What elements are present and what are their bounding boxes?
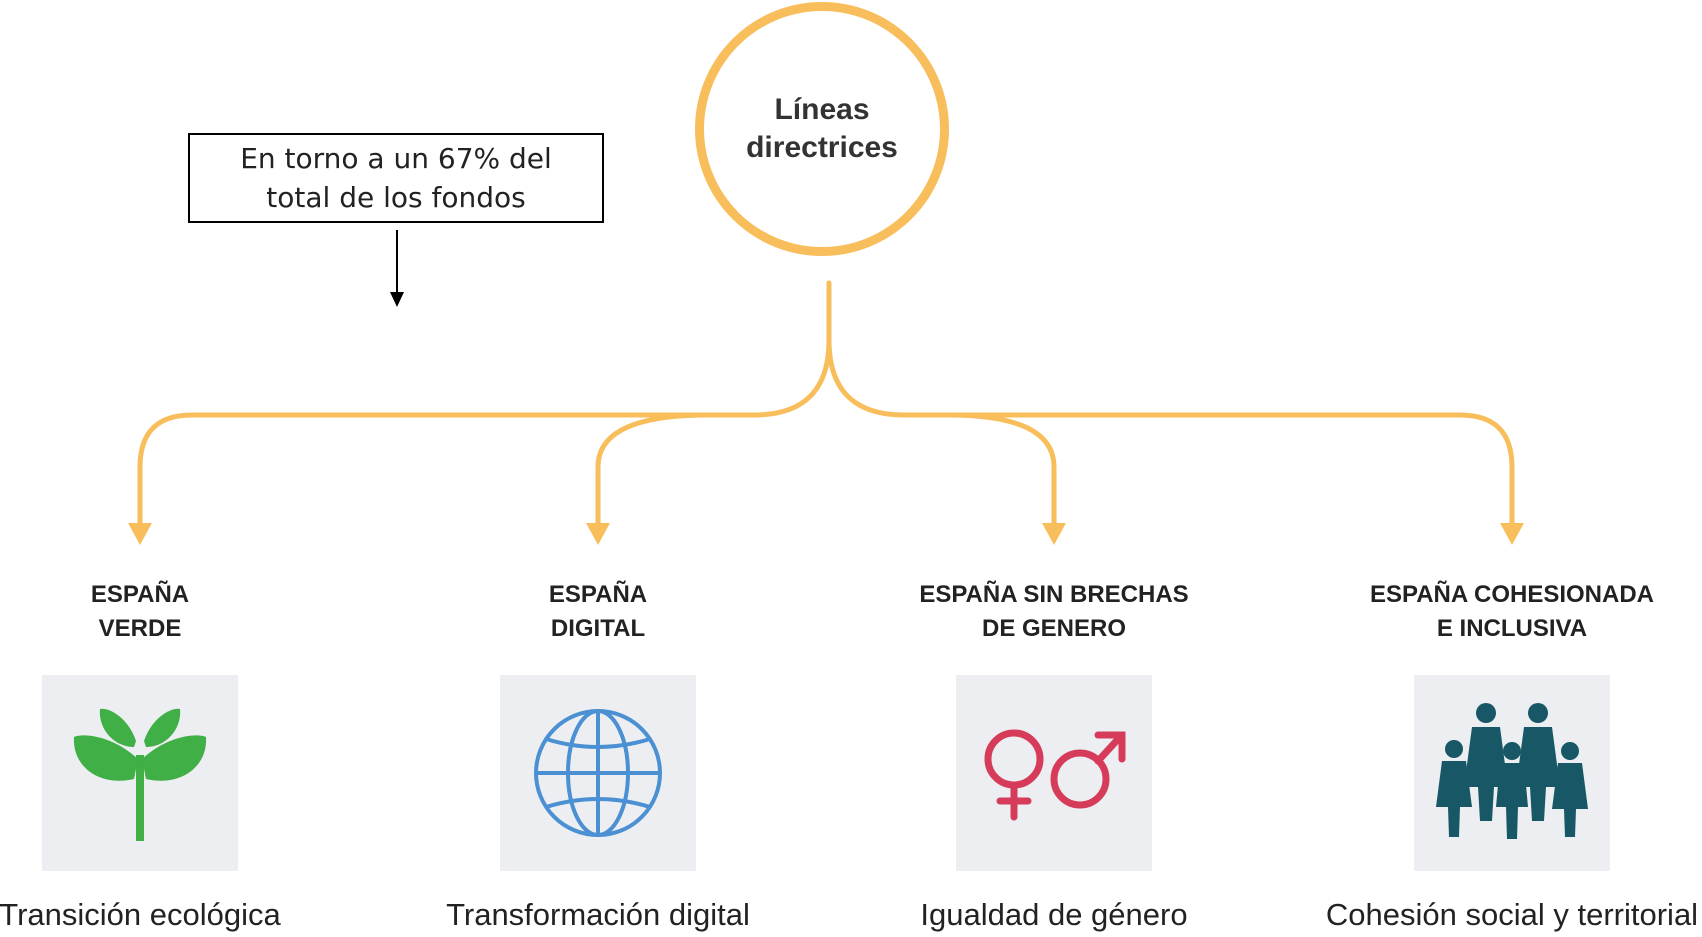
gender-symbols-icon [984, 729, 1126, 821]
funding-note-box: En torno a un 67% del total de los fondo… [188, 133, 604, 223]
central-node-title: Líneas directrices [746, 93, 898, 164]
column-caption: Igualdad de género [920, 897, 1188, 932]
funding-note-text: En torno a un 67% del total de los fondo… [240, 142, 552, 214]
note-arrow [390, 230, 404, 307]
globe-icon [534, 709, 662, 837]
column-heading: ESPAÑA COHESIONADA E INCLUSIVA [1369, 581, 1655, 642]
icon-tile [42, 675, 238, 871]
column-caption: Transformación digital [446, 897, 750, 932]
people-group-icon [1436, 703, 1588, 839]
central-node: Líneas directrices [695, 2, 949, 256]
column-caption: Transición ecológica [0, 897, 281, 932]
column-heading: ESPAÑA SIN BRECHAS DE GENERO [919, 581, 1189, 642]
plant-icon [73, 708, 207, 841]
icon-tile [500, 675, 696, 871]
icon-tile [1414, 675, 1610, 871]
column-heading: ESPAÑA DIGITAL [548, 581, 648, 642]
column-heading: ESPAÑA VERDE [90, 581, 190, 642]
column-caption: Cohesión social y territorial [1325, 897, 1699, 932]
icon-tile [956, 675, 1152, 871]
